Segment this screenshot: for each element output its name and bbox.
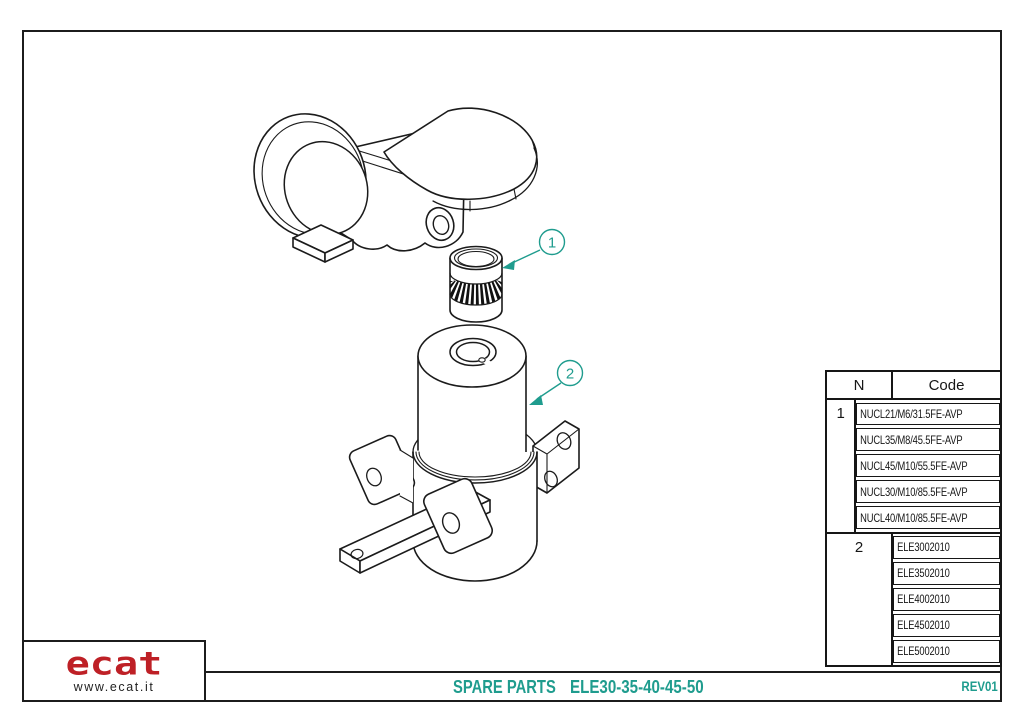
part-codes-list: NUCL21/M6/31.5FE-AVP NUCL35/M8/45.5FE-AV… (856, 400, 1000, 532)
title-block: SPARE PARTS ELE30-35-40-45-50 REV01 (204, 671, 1002, 700)
parts-group-1: 1 NUCL21/M6/31.5FE-AVP NUCL35/M8/45.5FE-… (827, 400, 1000, 534)
part-code: ELE5002010 (897, 644, 950, 659)
part-code: ELE4502010 (897, 618, 950, 633)
doc-code-label: ELE30-35-40-45-50 (570, 677, 704, 697)
part-code: ELE3502010 (897, 566, 950, 581)
part-code: NUCL40/M10/85.5FE-AVP (860, 510, 968, 525)
callout-2-number: 2 (566, 366, 574, 383)
table-row: ELE3502010 (893, 561, 1000, 585)
part-code: NUCL35/M8/45.5FE-AVP (860, 432, 963, 447)
ecat-logo: ecat (65, 644, 163, 683)
part-code: NUCL45/M10/55.5FE-AVP (860, 458, 968, 473)
callout-1-number: 1 (548, 235, 556, 252)
callout-balloon-2: 2 (529, 359, 584, 405)
part-number-cell: 2 (827, 533, 893, 665)
table-row: NUCL40/M10/85.5FE-AVP (856, 506, 1000, 530)
column-header-n: N (827, 372, 893, 398)
company-url: www.ecat.it (73, 679, 155, 694)
table-row: ELE4002010 (893, 587, 1000, 611)
callout-balloon-1: 1 (502, 228, 566, 270)
revision-label: REV01 (961, 679, 998, 694)
table-row: ELE3002010 (893, 536, 1000, 559)
parts-table-header: N Code (827, 372, 1000, 400)
parts-table: N Code 1 NUCL21/M6/31.5FE-AVP NUCL35/M8/… (825, 370, 1002, 667)
table-row: NUCL35/M8/45.5FE-AVP (856, 428, 1000, 452)
part-codes-list: ELE3002010 ELE3502010 ELE4002010 ELE4502… (893, 534, 1000, 666)
doc-type-label: SPARE PARTS (453, 677, 556, 697)
part-code: NUCL30/M10/85.5FE-AVP (860, 484, 968, 499)
part-code: NUCL21/M6/31.5FE-AVP (860, 406, 963, 421)
table-row: NUCL21/M6/31.5FE-AVP (856, 402, 1000, 426)
part-code: ELE3002010 (897, 540, 950, 555)
parts-group-2: 2 ELE3002010 ELE3502010 ELE4002010 ELE45… (827, 533, 1000, 666)
company-logo-box: ecat www.ecat.it (22, 640, 206, 702)
part-2-coil-body (339, 324, 580, 582)
part-1-knurled-bushing (449, 245, 503, 323)
table-row: ELE4502010 (893, 613, 1000, 637)
part-number-cell: 1 (827, 400, 857, 532)
part-code: ELE4002010 (897, 592, 950, 607)
parts-table-body: 1 NUCL21/M6/31.5FE-AVP NUCL35/M8/45.5FE-… (827, 400, 1000, 665)
table-row: NUCL45/M10/55.5FE-AVP (856, 454, 1000, 478)
column-header-code: Code (928, 376, 965, 394)
table-row: NUCL30/M10/85.5FE-AVP (856, 480, 1000, 504)
handle-clamp-assembly (253, 107, 538, 263)
table-row: ELE5002010 (893, 639, 1000, 663)
